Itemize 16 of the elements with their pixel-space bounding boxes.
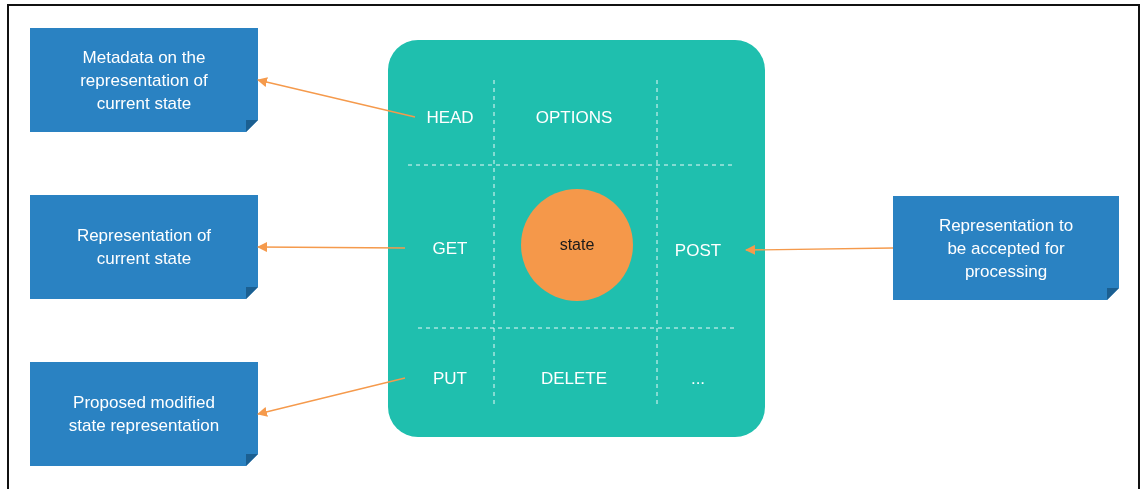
arrow: [257, 377, 406, 417]
method-label: POST: [650, 238, 746, 262]
note-box: Metadata on the representation of current state: [30, 28, 258, 132]
method-label: ...: [660, 366, 736, 390]
arrow: [257, 77, 416, 118]
method-label: OPTIONS: [524, 105, 624, 129]
method-panel: [388, 40, 765, 437]
method-label: HEAD: [415, 105, 485, 129]
arrow: [257, 242, 406, 253]
method-label: GET: [405, 236, 495, 260]
note-box: Proposed modified state representation: [30, 362, 258, 466]
method-label: DELETE: [524, 366, 624, 390]
method-label: PUT: [405, 366, 495, 390]
note-box: Representation to be accepted for processing: [893, 196, 1119, 300]
note-box: Representation of current state: [30, 195, 258, 299]
arrow: [745, 244, 894, 255]
